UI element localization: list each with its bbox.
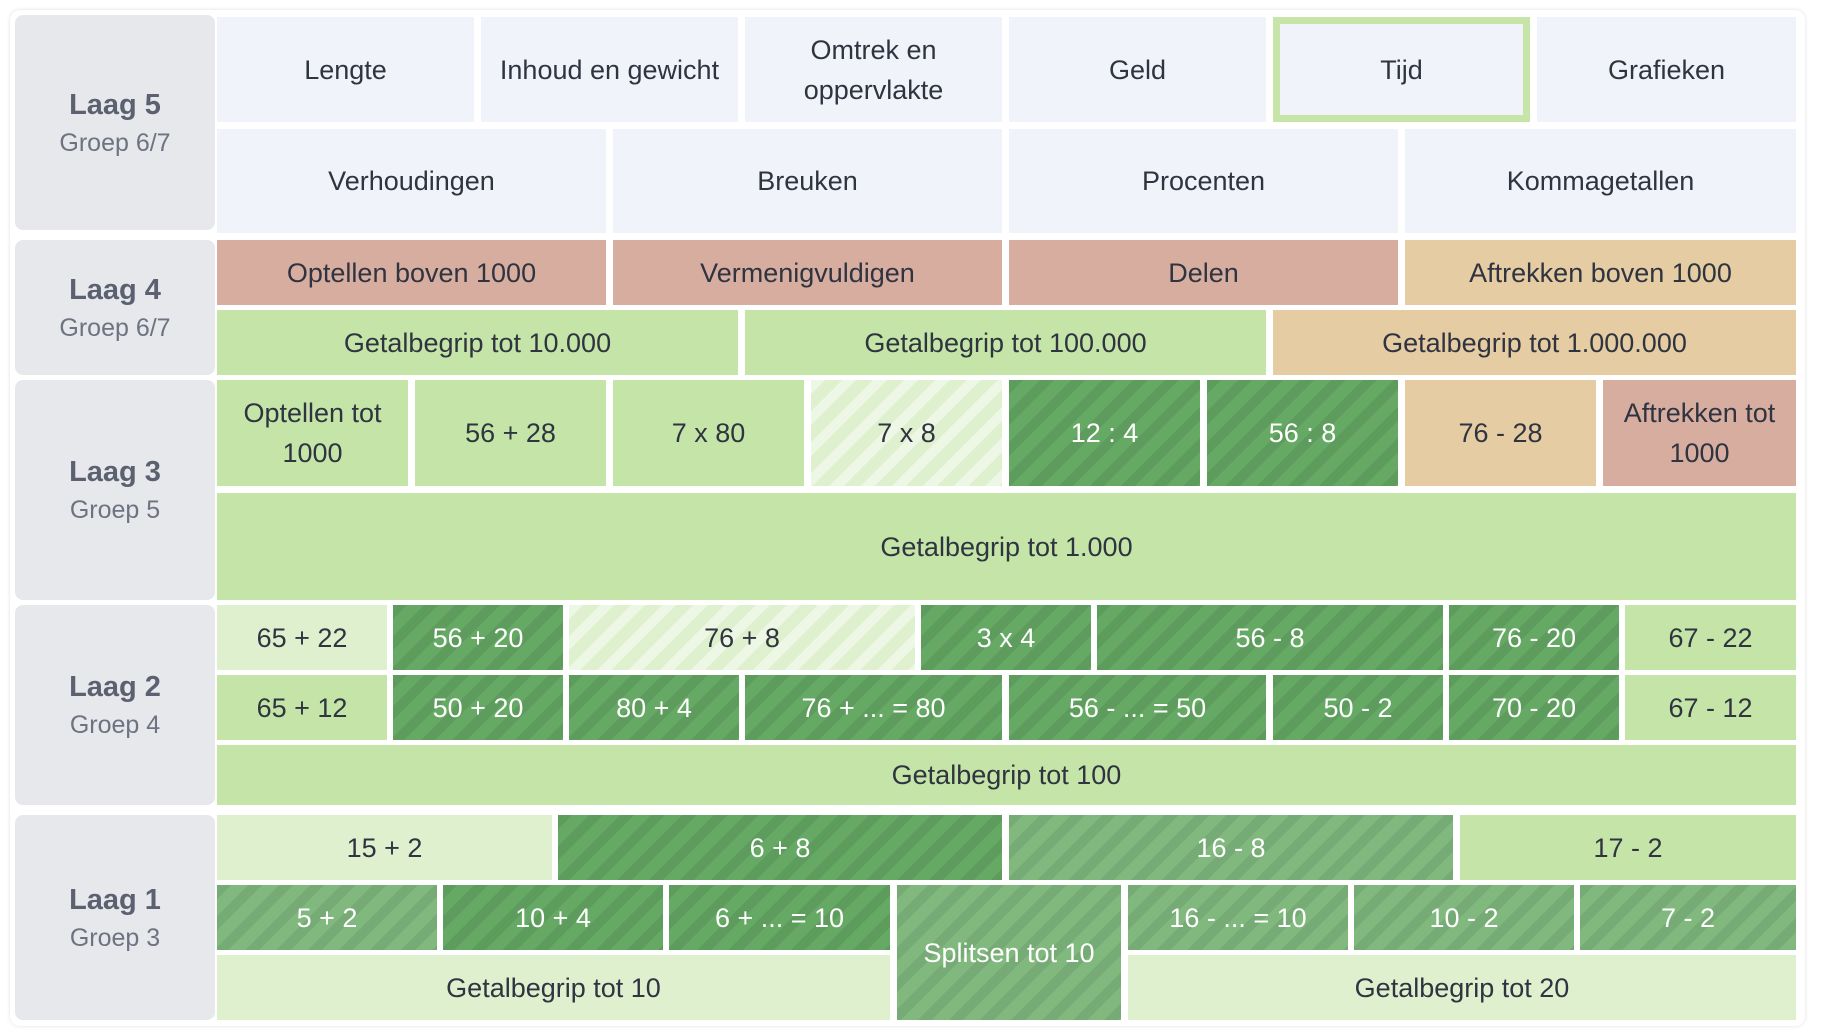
tile-3-x-4[interactable]: 3 x 4 bbox=[921, 605, 1091, 670]
tile-16-min-8[interactable]: 16 - 8 bbox=[1009, 815, 1453, 880]
layer-group: Groep 3 bbox=[69, 923, 161, 952]
tile-getalbegrip-10000[interactable]: Getalbegrip tot 10.000 bbox=[217, 310, 738, 375]
tile-56-min-blank-50[interactable]: 56 - ... = 50 bbox=[1009, 675, 1266, 740]
layer-label-laag2: Laag 2 Groep 4 bbox=[15, 605, 215, 805]
layer-label-laag1: Laag 1 Groep 3 bbox=[15, 815, 215, 1020]
tile-geld[interactable]: Geld bbox=[1009, 17, 1266, 122]
tile-splitsen-tot-10[interactable]: Splitsen tot 10 bbox=[897, 885, 1121, 1020]
tile-procenten[interactable]: Procenten bbox=[1009, 129, 1398, 233]
tile-80-plus-4[interactable]: 80 + 4 bbox=[569, 675, 739, 740]
tile-7-min-2[interactable]: 7 - 2 bbox=[1580, 885, 1796, 950]
layer-group: Groep 6/7 bbox=[59, 313, 171, 342]
tile-inhoud-en-gewicht[interactable]: Inhoud en gewicht bbox=[481, 17, 738, 122]
tile-56-plus-28[interactable]: 56 + 28 bbox=[415, 380, 606, 486]
tile-56-min-8[interactable]: 56 - 8 bbox=[1097, 605, 1443, 670]
tile-76-min-20[interactable]: 76 - 20 bbox=[1449, 605, 1619, 670]
tile-17-min-2[interactable]: 17 - 2 bbox=[1460, 815, 1796, 880]
tile-6-plus-blank-10[interactable]: 6 + ... = 10 bbox=[669, 885, 890, 950]
tile-breuken[interactable]: Breuken bbox=[613, 129, 1002, 233]
layer-group: Groep 5 bbox=[69, 496, 161, 524]
tile-50-min-2[interactable]: 50 - 2 bbox=[1273, 675, 1443, 740]
tile-omtrek-en-oppervlakte[interactable]: Omtrek en oppervlakte bbox=[745, 17, 1002, 122]
tile-getalbegrip-100000[interactable]: Getalbegrip tot 100.000 bbox=[745, 310, 1266, 375]
layer-title: Laag 5 bbox=[69, 88, 161, 121]
learning-path-board: Laag 5 Groep 6/7 Laag 4 Groep 6/7 Laag 3… bbox=[10, 10, 1805, 1026]
tile-tijd-selected[interactable]: Tijd bbox=[1273, 17, 1530, 122]
layer-group: Groep 4 bbox=[69, 711, 161, 739]
tile-70-min-20[interactable]: 70 - 20 bbox=[1449, 675, 1619, 740]
tile-aftrekken-boven-1000[interactable]: Aftrekken boven 1000 bbox=[1405, 240, 1796, 305]
tile-76-plus-blank-80[interactable]: 76 + ... = 80 bbox=[745, 675, 1002, 740]
tile-56-div-8[interactable]: 56 : 8 bbox=[1207, 380, 1398, 486]
tile-16-min-blank-10[interactable]: 16 - ... = 10 bbox=[1128, 885, 1348, 950]
tile-10-min-2[interactable]: 10 - 2 bbox=[1354, 885, 1574, 950]
layer-label-laag3: Laag 3 Groep 5 bbox=[15, 380, 215, 600]
layer-title: Laag 3 bbox=[69, 456, 161, 488]
tile-grafieken[interactable]: Grafieken bbox=[1537, 17, 1796, 122]
tile-getalbegrip-20[interactable]: Getalbegrip tot 20 bbox=[1128, 955, 1796, 1020]
tile-67-min-12[interactable]: 67 - 12 bbox=[1625, 675, 1796, 740]
tile-aftrekken-tot-1000[interactable]: Aftrekken tot 1000 bbox=[1603, 380, 1796, 486]
tile-lengte[interactable]: Lengte bbox=[217, 17, 474, 122]
layer-title: Laag 4 bbox=[69, 273, 161, 306]
layer-label-laag4: Laag 4 Groep 6/7 bbox=[15, 240, 215, 375]
tile-76-plus-8[interactable]: 76 + 8 bbox=[569, 605, 915, 670]
tile-getalbegrip-10[interactable]: Getalbegrip tot 10 bbox=[217, 955, 890, 1020]
tile-getalbegrip-1000[interactable]: Getalbegrip tot 1.000 bbox=[217, 493, 1796, 600]
tile-6-plus-8[interactable]: 6 + 8 bbox=[558, 815, 1002, 880]
tile-65-plus-22[interactable]: 65 + 22 bbox=[217, 605, 387, 670]
tile-50-plus-20[interactable]: 50 + 20 bbox=[393, 675, 563, 740]
tile-7-x-8[interactable]: 7 x 8 bbox=[811, 380, 1002, 486]
tile-kommagetallen[interactable]: Kommagetallen bbox=[1405, 129, 1796, 233]
tile-15-plus-2[interactable]: 15 + 2 bbox=[217, 815, 552, 880]
tile-76-min-28[interactable]: 76 - 28 bbox=[1405, 380, 1596, 486]
tile-56-plus-20[interactable]: 56 + 20 bbox=[393, 605, 563, 670]
tile-getalbegrip-1000000[interactable]: Getalbegrip tot 1.000.000 bbox=[1273, 310, 1796, 375]
layer-title: Laag 1 bbox=[69, 883, 161, 916]
tile-5-plus-2[interactable]: 5 + 2 bbox=[217, 885, 437, 950]
layer-group: Groep 6/7 bbox=[59, 128, 171, 157]
tile-67-min-22[interactable]: 67 - 22 bbox=[1625, 605, 1796, 670]
tile-delen[interactable]: Delen bbox=[1009, 240, 1398, 305]
tile-optellen-boven-1000[interactable]: Optellen boven 1000 bbox=[217, 240, 606, 305]
tile-7-x-80[interactable]: 7 x 80 bbox=[613, 380, 804, 486]
tile-getalbegrip-100[interactable]: Getalbegrip tot 100 bbox=[217, 745, 1796, 805]
tile-optellen-tot-1000[interactable]: Optellen tot 1000 bbox=[217, 380, 408, 486]
tile-12-div-4[interactable]: 12 : 4 bbox=[1009, 380, 1200, 486]
layer-label-laag5: Laag 5 Groep 6/7 bbox=[15, 15, 215, 230]
tile-65-plus-12[interactable]: 65 + 12 bbox=[217, 675, 387, 740]
tile-verhoudingen[interactable]: Verhoudingen bbox=[217, 129, 606, 233]
layer-title: Laag 2 bbox=[69, 671, 161, 703]
tile-10-plus-4[interactable]: 10 + 4 bbox=[443, 885, 663, 950]
tile-vermenigvuldigen[interactable]: Vermenigvuldigen bbox=[613, 240, 1002, 305]
